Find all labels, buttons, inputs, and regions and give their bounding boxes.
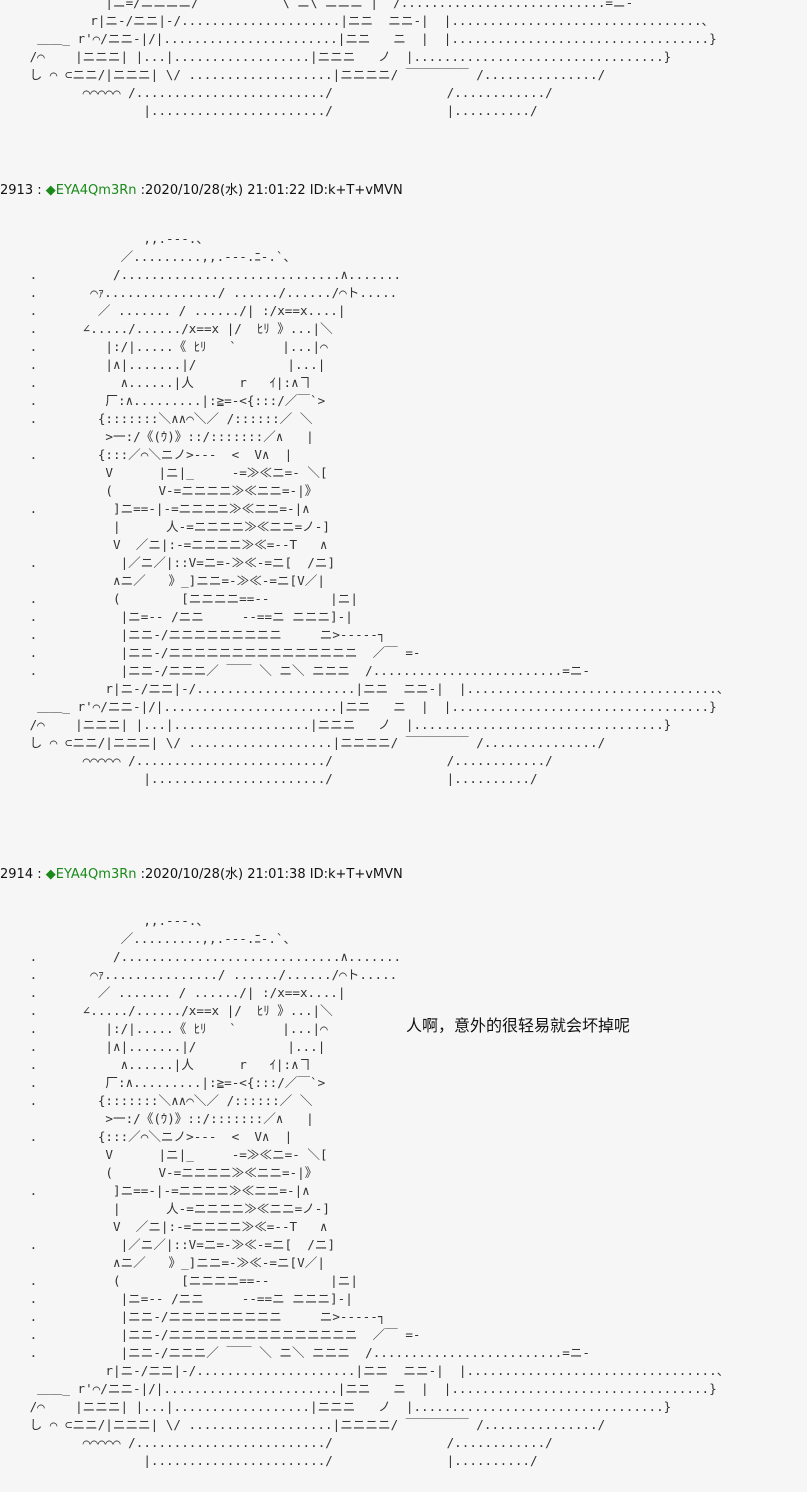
poster-name[interactable]: EYA4Qm3Rn <box>55 867 137 882</box>
post-header: 2914 : ◆EYA4Qm3Rn :2020/10/28(水) 21:01:3… <box>0 863 403 882</box>
post-number: 2913 <box>0 183 34 198</box>
post-header: 2913 : ◆EYA4Qm3Rn :2020/10/28(水) 21:01:2… <box>0 179 403 198</box>
post-separator: : <box>33 183 46 198</box>
dialogue-text: 人啊，意外的很轻易就会坏掉呢 <box>406 1016 631 1035</box>
post-number: 2914 <box>0 867 34 882</box>
post-separator: : <box>33 867 46 882</box>
ascii-art-top-fragment: |ニ=/ニニニニ/ \ ニ\ ニニニ | /..................… <box>29 0 717 118</box>
ascii-art-figure: ,,.-‐‐.、 ／.........,,.-‐‐.ﾆ-.`、 . /.....… <box>29 231 730 786</box>
ascii-art-figure: ,,.-‐‐.、 ／.........,,.-‐‐.ﾆ-.`、 . /.....… <box>29 913 730 1468</box>
poster-name[interactable]: EYA4Qm3Rn <box>55 183 137 198</box>
post-date-id: :2020/10/28(水) 21:01:38 ID:k+T+vMVN <box>136 867 403 882</box>
diamond-icon: ◆ <box>45 183 56 198</box>
diamond-icon: ◆ <box>45 867 56 882</box>
post-date-id: :2020/10/28(水) 21:01:22 ID:k+T+vMVN <box>136 183 403 198</box>
